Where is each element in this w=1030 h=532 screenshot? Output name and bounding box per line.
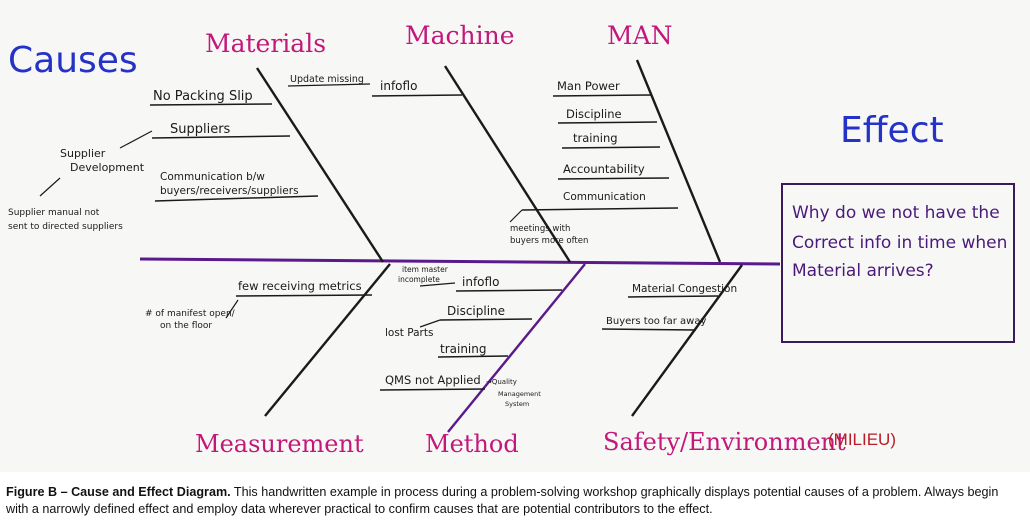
effect-box (781, 183, 1015, 343)
cause-infoflo-machine: infoflo (380, 79, 417, 93)
connector-line (39, 177, 61, 197)
bone-measurement (264, 263, 391, 417)
cause-meetings: meetings with buyers more often (510, 224, 588, 246)
category-safety: Safety/Environment (603, 428, 846, 456)
fishbone-diagram: Causes Effect Materials Machine MAN Meas… (8, 21, 1015, 458)
cause-line (151, 135, 291, 139)
connector-line (509, 209, 523, 223)
bone-method (447, 263, 586, 433)
bone-safety (631, 264, 743, 417)
cause-man-power: Man Power (557, 79, 620, 93)
cause-line (371, 94, 463, 97)
category-machine: Machine (405, 21, 515, 50)
cause-infoflo-method: infoflo (462, 275, 499, 289)
effect-line-3: Material arrives? (792, 261, 934, 281)
connector-line (419, 282, 456, 287)
cause-line (557, 177, 670, 180)
cause-supplier-manual: Supplier manual not sent to directed sup… (8, 208, 123, 232)
cause-line (552, 94, 653, 97)
effect-heading: Effect (840, 110, 944, 151)
spine-line (139, 257, 781, 266)
cause-line (437, 355, 509, 358)
cause-manifest: # of manifest open/ on the floor (145, 309, 238, 331)
bone-materials (255, 67, 385, 263)
cause-line (557, 121, 658, 124)
effect-text: Why do we not have the Correct info in t… (792, 203, 1013, 281)
cause-supplier-development: Supplier Development (60, 147, 145, 174)
cause-communication-man: Communication (563, 191, 646, 203)
cause-communication-materials: Communication b/w buyers/receivers/suppl… (160, 171, 299, 197)
cause-qms: QMS not Applied (385, 373, 481, 387)
cause-item-master: item master incomplete (398, 265, 450, 284)
caption-text: This handwritten example in process duri… (6, 485, 999, 516)
bone-man (635, 59, 722, 263)
cause-line (455, 289, 563, 292)
cause-training-man: training (573, 131, 618, 145)
category-milieu: (MILIEU) (828, 430, 896, 449)
bone-machine (443, 65, 572, 263)
cause-few-receiving-metrics: few receiving metrics (238, 279, 362, 293)
cause-line (439, 318, 533, 321)
category-measurement: Measurement (195, 430, 364, 458)
cause-qms-note: Management System (498, 390, 543, 408)
connector-line (419, 319, 441, 328)
cause-qms-arrow: →Quality (486, 378, 517, 386)
cause-line (149, 103, 273, 106)
cause-update-missing: Update missing (290, 74, 364, 85)
whiteboard-photo: Causes Effect Materials Machine MAN Meas… (8, 21, 1015, 458)
cause-line (627, 295, 719, 298)
cause-line (154, 195, 319, 202)
cause-line (235, 294, 373, 297)
category-method: Method (425, 430, 519, 458)
cause-discipline-method: Discipline (447, 304, 505, 318)
figure-caption: Figure B – Cause and Effect Diagram. Thi… (6, 484, 1024, 518)
cause-suppliers: Suppliers (170, 122, 231, 137)
connector-line (225, 299, 239, 319)
causes-heading: Causes (8, 40, 138, 81)
cause-line (601, 328, 697, 331)
cause-lost-parts: lost Parts (385, 327, 433, 339)
cause-line (561, 146, 661, 149)
cause-accountability: Accountability (563, 162, 645, 176)
cause-discipline-man: Discipline (566, 107, 622, 121)
effect-line-2: Correct info in time when (792, 233, 1007, 253)
cause-line (521, 207, 679, 211)
cause-no-packing-slip: No Packing Slip (153, 89, 253, 104)
caption-label: Figure B – Cause and Effect Diagram. (6, 485, 231, 499)
connector-line (119, 130, 153, 149)
category-materials: Materials (205, 29, 326, 58)
cause-line (287, 83, 371, 87)
cause-line (379, 388, 486, 391)
cause-buyers-too-far: Buyers too far away (606, 316, 706, 327)
effect-line-1: Why do we not have the (792, 203, 1000, 223)
category-man: MAN (607, 21, 673, 50)
cause-material-congestion: Material Congestion (632, 283, 737, 295)
cause-training-method: training (440, 342, 487, 356)
